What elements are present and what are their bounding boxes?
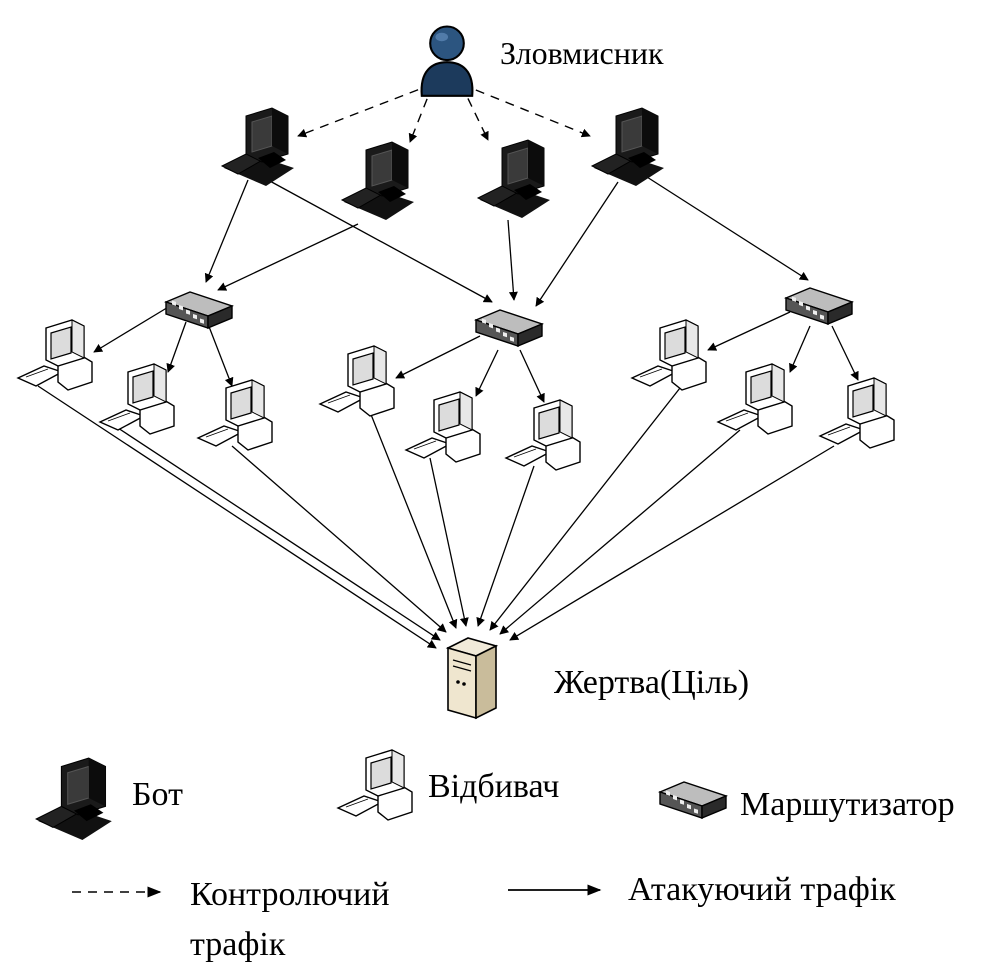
reflector-to-victim-edge xyxy=(476,465,535,627)
router-to-reflector-edge xyxy=(519,349,545,403)
control-traffic-edges xyxy=(297,83,591,143)
legend-router-label: Маршутизатор xyxy=(740,786,955,823)
legend-attack-traffic-label: Атакуючий трафік xyxy=(628,871,896,908)
legend-icons xyxy=(35,749,728,898)
bot-to-router-edge xyxy=(535,181,619,307)
reflector-to-victim-edge xyxy=(489,387,681,631)
bot-icon xyxy=(476,139,550,218)
reflector-icon xyxy=(630,319,707,391)
router-to-reflector-edge xyxy=(395,335,481,379)
router-to-reflector-edge xyxy=(93,305,171,353)
reflector-icon xyxy=(16,319,93,391)
legend-control-traffic-label-line2: трафік xyxy=(190,926,286,963)
reflector-to-victim-edge xyxy=(499,429,741,635)
router-to-reflector-edge xyxy=(475,349,499,397)
reflector-icon xyxy=(404,391,481,463)
reflector-icon xyxy=(716,363,793,435)
router-to-reflector-edge xyxy=(707,311,791,351)
reflector-to-victim-edge xyxy=(509,445,835,641)
reflector-to-victim-edge xyxy=(369,411,458,629)
victim-server-icon xyxy=(445,637,499,720)
bot-to-router-edge xyxy=(204,179,249,283)
router-to-reflector-edge xyxy=(831,325,859,381)
reflector-to-victim-edge xyxy=(429,457,469,627)
attacker-label: Зловмисник xyxy=(500,35,664,71)
legend-control-traffic-label: Контролючий xyxy=(190,876,390,913)
reflector-to-victim-edge xyxy=(231,445,447,633)
router-icon xyxy=(164,291,234,330)
router-icon xyxy=(784,287,854,326)
bot-icon xyxy=(590,107,664,186)
control-edge xyxy=(460,83,489,141)
victim-label: Жертва(Ціль) xyxy=(554,664,750,701)
reflector-to-victim-edge xyxy=(117,427,441,641)
legend-router-icon xyxy=(658,781,728,820)
bot-to-router-edge xyxy=(635,169,809,281)
router-icon xyxy=(474,309,544,348)
legend-reflector-icon xyxy=(336,749,413,821)
bot-icon xyxy=(220,107,294,186)
reflector-icon xyxy=(98,363,175,435)
bot-to-router-edge xyxy=(217,223,359,291)
reflector-icon xyxy=(318,345,395,417)
router-to-reflector-edge xyxy=(789,325,811,373)
bot-to-router-edge xyxy=(507,219,518,301)
reflector-to-victim-edge xyxy=(37,385,437,649)
router-to-reflector-edge xyxy=(166,321,187,373)
control-edge xyxy=(297,83,434,138)
attacker-icon xyxy=(420,25,474,97)
legend-bot-label: Бот xyxy=(132,776,183,813)
network-nodes xyxy=(16,25,895,720)
reflector-icon xyxy=(196,379,273,451)
attack-traffic-edges xyxy=(37,169,859,649)
reflector-icon xyxy=(818,377,895,449)
legend-bot-icon xyxy=(35,757,112,840)
bot-icon xyxy=(340,141,414,220)
router-to-reflector-edge xyxy=(207,323,234,387)
reflector-icon xyxy=(504,399,581,471)
bot-to-router-edge xyxy=(267,179,493,303)
control-edge xyxy=(408,83,434,143)
legend-reflector-label: Відбивач xyxy=(428,768,560,805)
control-edge xyxy=(460,83,591,138)
